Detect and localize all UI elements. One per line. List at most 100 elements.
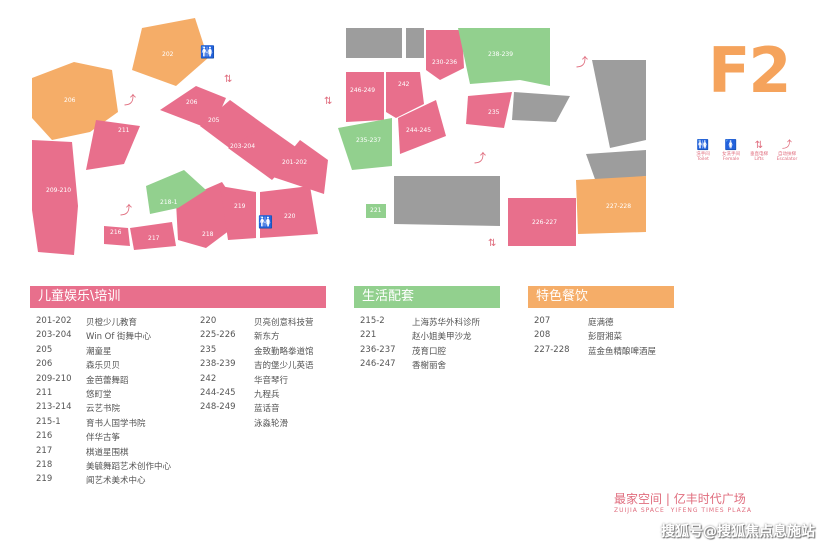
store-name: 泳淼轮滑 [254, 418, 289, 429]
unit-216[interactable] [104, 226, 130, 246]
unit-221[interactable] [366, 204, 386, 218]
escalator-icon: ⤴ [576, 54, 588, 69]
category-title: 特色餐饮 [528, 286, 674, 308]
female-icon: 🚺女洗手间 Female [722, 140, 740, 163]
store-name: 贝亮创意科技营 [254, 318, 314, 328]
category-title: 生活配套 [354, 286, 500, 308]
unit-code: 206 [36, 359, 53, 370]
unit-label: 226-227 [532, 219, 557, 226]
store-name: 蓝话音 [254, 404, 280, 415]
escalator-icon: ⤴自动扶梯 Escalator [776, 140, 798, 163]
unit-211[interactable] [86, 120, 140, 170]
store-name: 悠町堂 [86, 390, 112, 400]
unit-label: 206 [186, 99, 198, 106]
legend-label: 自动扶梯 Escalator [776, 152, 798, 163]
store-name: 新东方 [254, 332, 280, 343]
unit-code: 225-226 [200, 330, 236, 341]
unit-label: 235 [488, 109, 500, 116]
floor-label: F2 [708, 34, 791, 107]
elevator-icon: ⇅ [488, 238, 496, 249]
elevator-icon: ⇅垂直电梯 Lifts [750, 140, 768, 163]
unit-code: 209-210 [36, 373, 72, 384]
store-name: 吉的堡少儿英语 [254, 361, 314, 372]
unit-label: 227-228 [606, 203, 631, 210]
unit-label: 205 [208, 117, 220, 124]
unit-code: 244-245 [200, 388, 236, 398]
store-name: Win Of 街舞中心 [86, 332, 152, 343]
unit-246-249[interactable] [346, 72, 384, 122]
unit-code: 216 [36, 431, 53, 442]
unit-label: 206 [64, 97, 76, 104]
unit-code: 213-214 [36, 402, 72, 413]
unit-217[interactable] [130, 222, 176, 250]
store-name: 金芭蕾舞蹈 [86, 375, 129, 386]
unit-code: 208 [534, 330, 551, 341]
brand-logo: 最家空间 | 亿丰时代广场 ZUIJIA SPACE YIFENG TIMES … [614, 492, 752, 514]
legend-label: 垂直电梯 Lifts [750, 152, 768, 163]
store-name: 华音琴行 [254, 375, 289, 386]
unit-202[interactable] [132, 18, 208, 86]
unit-code: 246-247 [360, 359, 396, 370]
category-title: 儿童娱乐\培训 [30, 286, 326, 308]
unit-label: 221 [370, 207, 382, 214]
unit-code: 220 [200, 316, 217, 326]
store-name: 伴华古筝 [86, 433, 121, 444]
brand-sub-right: YIFENG TIMES PLAZA [670, 507, 752, 514]
unit-label: 217 [148, 235, 160, 242]
unit-label: 203-204 [230, 143, 255, 150]
store-name: 香榭丽舍 [412, 361, 447, 372]
unit-218[interactable] [220, 186, 256, 240]
unit-code: 219 [36, 474, 53, 485]
unit-label: 209-210 [46, 187, 71, 194]
brand-left: 最家空间 [614, 492, 663, 506]
unit-244-245[interactable] [398, 100, 446, 154]
unit-label: 218 [202, 231, 214, 238]
elevator-icon: ⇅ [324, 96, 332, 107]
unit-code: 242 [200, 373, 217, 384]
unit-label: 235-237 [356, 137, 381, 144]
unit-label: 220 [284, 213, 296, 220]
grey-block-5 [586, 150, 646, 182]
unit-label: 244-245 [406, 127, 431, 134]
unit-label: 219 [234, 203, 246, 210]
unit-242[interactable] [386, 72, 424, 118]
unit-code: 207 [534, 316, 551, 326]
unit-code: 238-239 [200, 359, 236, 370]
unit-code: 235 [200, 344, 217, 355]
store-name: 贝橙少儿教育 [86, 318, 138, 328]
unit-227-228[interactable] [576, 176, 646, 234]
unit-code: 201-202 [36, 316, 72, 326]
store-name: 蓝金鱼精酿啤酒屋 [588, 346, 657, 357]
unit-209-210[interactable] [32, 140, 78, 255]
unit-label: 211 [118, 127, 130, 134]
unit-code: 236-237 [360, 344, 396, 355]
unit-label: 218-1 [160, 199, 178, 206]
watermark: 搜狐号@搜狐焦点息施站 [661, 524, 815, 540]
escalator-icon: ⤴ [474, 150, 486, 165]
unit-238-239[interactable] [458, 28, 550, 86]
unit-218-1[interactable] [146, 170, 206, 214]
unit-code: 215-2 [360, 316, 385, 326]
unit-235[interactable] [466, 92, 512, 128]
store-name: 庭满德 [588, 318, 614, 328]
store-name: 棋道星围棋 [86, 447, 129, 458]
store-name: 九程兵 [254, 390, 280, 400]
unit-code: 203-204 [36, 330, 72, 341]
unit-201-202[interactable] [270, 140, 328, 194]
store-name: 潮童星 [86, 346, 112, 357]
store-name: 森乐贝贝 [86, 361, 121, 372]
unit-230-236[interactable] [426, 30, 464, 80]
unit-220[interactable] [260, 186, 318, 238]
grey-block-1 [346, 28, 402, 58]
store-name: 闻艺术美术中心 [86, 476, 146, 487]
unit-code: 217 [36, 445, 53, 456]
unit-label: 238-239 [488, 51, 513, 58]
unit-226-227[interactable] [508, 198, 576, 246]
toilet-icon: 🚻洗手间 Toilet [696, 140, 710, 163]
toilet-icon: 🚻 [200, 45, 215, 59]
unit-235-237[interactable] [338, 118, 392, 170]
escalator-icon: ⤴ [120, 202, 132, 217]
unit-code: 211 [36, 388, 53, 398]
